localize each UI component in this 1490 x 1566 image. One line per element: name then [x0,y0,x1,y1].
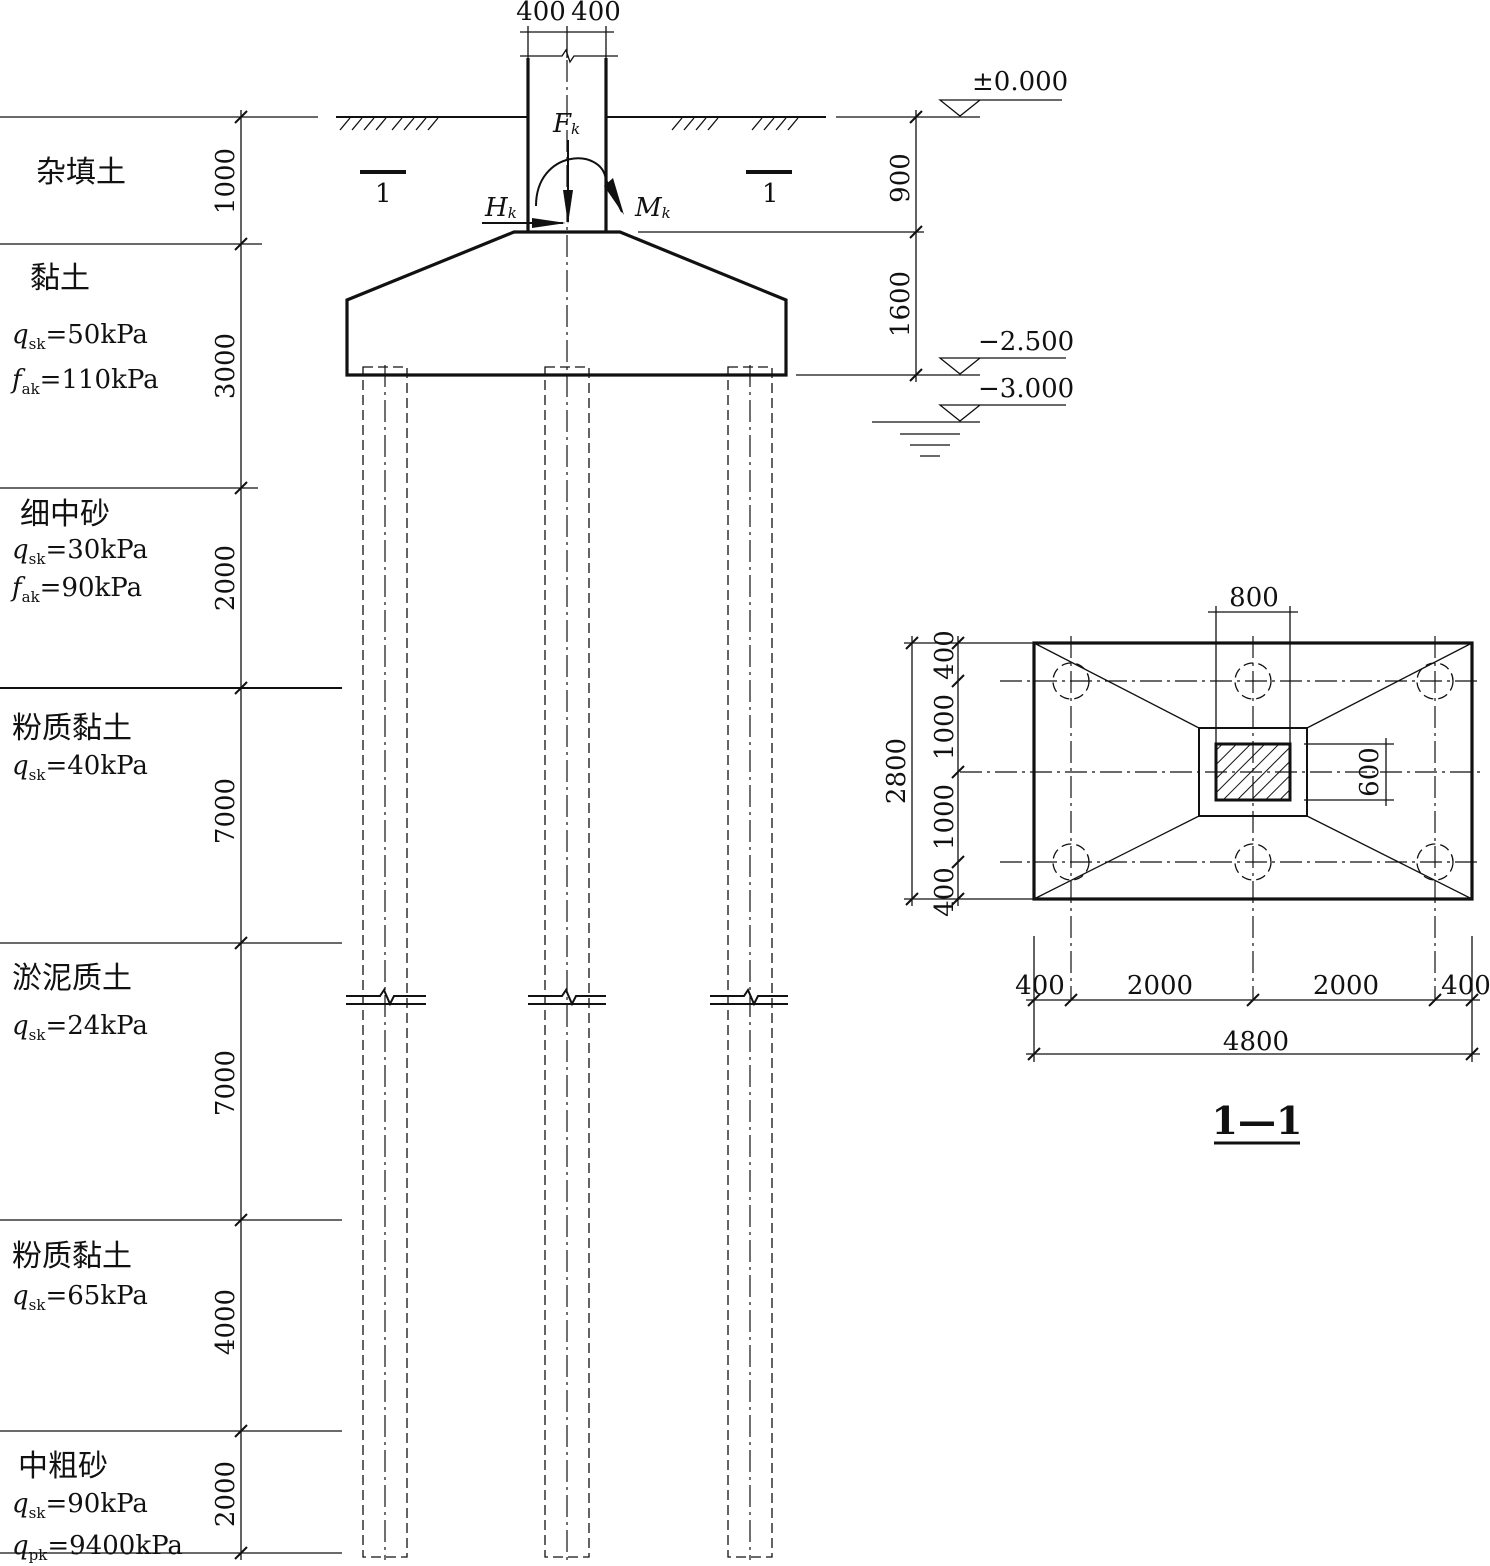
plan-height-part: 1000 [930,784,960,850]
layer-name: 粉质黏土 [12,711,132,746]
layer-thickness: 3000 [211,333,241,399]
plan-total-height: 2800 [882,738,912,804]
cap-height: 1600 [886,271,916,337]
vertical-load-arrowhead [563,190,573,224]
elevation-water-table: −3.000 [978,374,1074,404]
layer-param: qsk=50kPa [12,320,148,353]
layer-name: 粉质黏土 [12,1239,132,1274]
layer-param: qsk=90kPa [12,1489,148,1522]
plan-height-part: 400 [930,630,960,680]
layer-param: qpk=9400kPa [12,1531,183,1564]
elevation-ground: ±0.000 [972,67,1068,97]
layer-thickness: 7000 [211,1050,241,1116]
section-mark-label: 1 [375,179,392,209]
pile-circle [1052,662,1090,700]
layer-param: fak=90kPa [10,573,142,606]
layer-name: 黏土 [30,261,90,296]
embed-depth: 900 [886,153,916,203]
layer-thickness: 2000 [211,545,241,611]
layer-name: 杂填土 [36,155,126,190]
pile-plan-circles [1052,662,1454,881]
pile-circle [1052,843,1090,881]
moment-arrowhead [604,178,624,215]
plan-width-part: 400 [1015,971,1065,1001]
slope-lines [1033,642,1473,900]
dimension-ticks [905,636,965,906]
pile-circle [1416,843,1454,881]
dimension-ticks [234,110,248,1560]
dimension-ticks [1027,993,1479,1061]
column-width: 800 [1229,583,1279,613]
column-half-width: 400 [516,0,566,27]
layer-name: 细中砂 [20,497,110,532]
layer-name: 淤泥质土 [12,961,132,996]
load-F: Fk [552,109,580,139]
elevation-symbol [938,99,1062,117]
column-depth: 600 [1355,747,1385,797]
layer-param: qsk=65kPa [12,1281,148,1314]
plan-width-part: 400 [1441,971,1490,1001]
section-mark-label: 1 [762,179,779,209]
column-break-line [520,48,618,64]
plan-width-part: 2000 [1127,971,1193,1001]
layer-thickness: 1000 [211,148,241,214]
soil-profile: 杂填土 黏土 细中砂 粉质黏土 淤泥质土 粉质黏土 中粗砂 qsk=50kPa … [0,110,342,1564]
pile-cap [345,230,788,377]
section-title: 1—1 [1212,1098,1303,1143]
plan-total-width: 4800 [1223,1027,1289,1057]
plan-height-part: 400 [930,867,960,917]
load-M: Mk [634,193,671,223]
layer-param: qsk=24kPa [12,1011,148,1044]
plan-height-part: 1000 [930,694,960,760]
layer-thickness: 7000 [211,778,241,844]
plan-width-part: 2000 [1313,971,1379,1001]
pile-circle [1234,662,1272,700]
moment-arc [535,157,623,213]
column-half-width: 400 [571,0,621,27]
horizontal-load-arrowhead [532,218,566,228]
load-H: Hk [484,193,517,223]
soil-hatch [339,117,799,131]
layer-thickness: 2000 [211,1461,241,1527]
pile-break-marks [346,987,788,1007]
pile-circle [1416,662,1454,700]
foundation-elevation: 400 400 Fk Hk Mk [336,0,1074,1560]
plan-section-1-1: 800 600 2800 400 1000 1000 400 [882,583,1490,1145]
layer-param: qsk=40kPa [12,751,148,784]
elevation-symbol [938,357,1066,375]
elevation-symbol [938,404,1066,422]
elevation-cap-bottom: −2.500 [978,327,1074,357]
dimension-ticks [909,110,923,382]
layer-param: fak=110kPa [10,365,159,398]
layer-name: 中粗砂 [18,1449,108,1484]
layer-thickness: 4000 [211,1289,241,1355]
pile-circle [1234,843,1272,881]
layer-param: qsk=30kPa [12,535,148,568]
